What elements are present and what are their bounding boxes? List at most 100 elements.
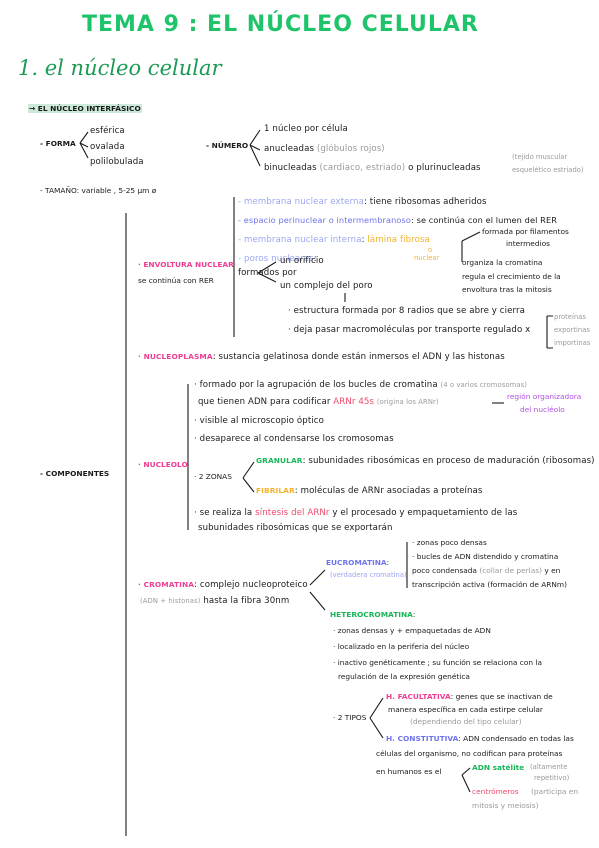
numero-label: - NÚMERO	[206, 141, 249, 150]
nucleolo-l2a: que tienen ADN para codificar	[198, 397, 331, 407]
region-2: del nucléolo	[520, 405, 565, 414]
membrana-externa-text: : tiene ribosomas adheridos	[363, 197, 487, 207]
cromatina: · CROMATINA: complejo nucleoproteico	[138, 580, 308, 590]
o-text: o	[408, 163, 414, 173]
forma-brace	[79, 131, 89, 159]
satelite-note-1: (altamente	[530, 763, 568, 771]
numero-uno: 1 núcleo por célula	[264, 124, 348, 134]
membrana-interna: - membrana nuclear interna: lámina fibro…	[238, 235, 430, 245]
eucromatina: EUCROMATINA:	[326, 558, 389, 567]
pluri-note-2: esquelético estriado)	[512, 166, 584, 174]
estructura: · estructura formada por 8 radios que se…	[288, 306, 525, 316]
deja-pasar: · deja pasar macromoléculas por transpor…	[288, 325, 531, 335]
heterocromatina-label: HETEROCROMATINA	[330, 610, 413, 619]
cromatina-line-2: (ADN + histonas) hasta la fibra 30nm	[140, 596, 289, 606]
granular: GRANULAR: subunidades ribosómicas en pro…	[256, 456, 595, 466]
poros-brace	[257, 261, 277, 283]
lamina-a1: formada por filamentos	[482, 227, 569, 236]
page-title: TEMA 9 : EL NÚCLEO CELULAR	[82, 12, 479, 37]
nucleoplasma: · NUCLEOPLASMA: sustancia gelatinosa don…	[138, 352, 505, 362]
constitutiva-2: células del organismo, no codifican para…	[376, 749, 563, 758]
facultativa-1: : genes que se inactivan de	[450, 692, 553, 701]
het-3: · inactivo genéticamente ; su función se…	[333, 658, 542, 667]
het-1: · zonas densas y + empaquetadas de ADN	[333, 626, 491, 635]
formados-por: formados por	[238, 268, 297, 278]
facultativa: H. FACULTATIVA: genes que se inactivan d…	[386, 692, 553, 701]
centromeros-note-1: (participa en	[531, 787, 579, 796]
granular-text: : subunidades ribosómicas en proceso de …	[302, 456, 595, 466]
membrana-externa: - membrana nuclear externa: tiene riboso…	[238, 197, 487, 207]
tamano-text: - TAMAÑO: variable , 5-25 µm ø	[40, 186, 157, 195]
forma-item: polilobulada	[90, 157, 144, 167]
het-2: · localizado en la periferia del núcleo	[333, 642, 470, 651]
adn-satelite: ADN satélite	[472, 763, 525, 772]
sintesis-arnr: síntesis del ARNr	[255, 508, 330, 518]
componentes-label: - COMPONENTES	[40, 469, 110, 478]
espacio-text: : se continúa con el lumen del RER	[411, 215, 558, 225]
poros-nucleares: - poros nucleares:	[238, 254, 317, 264]
constitutiva-1: : ADN condensado en todas las	[458, 734, 574, 743]
nucleoplasma-label: · NUCLEOPLASMA	[138, 352, 213, 361]
cromatina-hasta: hasta la fibra 30nm	[203, 596, 290, 606]
anucleadas-note: (glóbulos rojos)	[316, 144, 385, 154]
pluri-note-1: (tejido muscular	[512, 153, 568, 161]
nucleolo-l2: que tienen ADN para codificar ARNr 45s (…	[198, 397, 439, 407]
nucleolo-l5a: · se realiza la	[194, 508, 253, 518]
section-title: 1. el núcleo celular	[18, 56, 222, 80]
nucleolo-l4: · desaparece al condensarse los cromosom…	[194, 434, 394, 444]
forma-item: esférica	[90, 126, 125, 136]
heterocromatina: HETEROCROMATINA:	[330, 610, 415, 619]
tipos-label: · 2 TIPOS	[333, 713, 367, 722]
x-item: proteínas	[554, 313, 586, 321]
x-item: exportinas	[554, 326, 590, 334]
euc-3c: y en	[544, 566, 561, 575]
interfasico-label: → EL NÚCLEO INTERFÁSICO	[28, 104, 142, 113]
envoltura-label: · ENVOLTURA NUCLEAR	[138, 260, 234, 269]
fibrilar-text: : moléculas de ARNr asociadas a proteína…	[294, 486, 483, 496]
tipos-brace	[369, 697, 384, 739]
euc-2: · bucles de ADN distendido y cromatina	[412, 552, 559, 561]
lamina-o: o	[428, 246, 433, 254]
espacio-label: - espacio perinuclear o intermembranoso	[238, 215, 412, 225]
euc-4: transcripción activa (formación de ARNm)	[412, 580, 568, 589]
euc-3b: (collar de perlas)	[479, 566, 542, 575]
eucromatina-label: EUCROMATINA	[326, 558, 387, 567]
binucleadas-text: binucleadas	[264, 163, 317, 173]
heterocromatina-colon: :	[412, 610, 416, 619]
nucleolo-l1: · formado por la agrupación de los bucle…	[194, 380, 527, 390]
numero-anucleadas: anucleadas (glóbulos rojos)	[264, 144, 385, 154]
lamina-c2: envoltura tras la mitosis	[462, 285, 552, 294]
lamina-c1: regula el crecimiento de la	[462, 272, 561, 281]
lamina-b: organiza la cromatina	[462, 258, 543, 267]
fibrilar-label: FIBRILAR	[256, 486, 295, 495]
satelite-brace	[461, 767, 471, 793]
complejo-poro: un complejo del poro	[280, 281, 373, 291]
forma-label: - FORMA	[40, 139, 76, 148]
cromatina-note: (ADN + histonas)	[140, 597, 201, 605]
zonas-brace	[242, 461, 255, 493]
euc-1: · zonas poco densas	[412, 538, 487, 547]
orificio: un orificio	[280, 256, 324, 266]
plurinucleadas-text: plurinucleadas	[416, 163, 481, 173]
nucleolo-l1a: · formado por la agrupación de los bucle…	[194, 380, 438, 390]
eucromatina-colon: :	[386, 558, 390, 567]
region-1: región organizadora	[507, 392, 582, 401]
lamina-arrows	[461, 231, 481, 262]
lamina-nuclear: nuclear	[414, 254, 440, 262]
facultativa-3: (dependiendo del tipo celular)	[410, 717, 522, 726]
satelite-note-2: repetitivo)	[534, 774, 570, 782]
cromatina-text: : complejo nucleoproteico	[194, 580, 308, 590]
eucromatina-note: (verdadera cromatina)	[330, 571, 407, 579]
x-item: importinas	[554, 339, 591, 347]
membrana-externa-label: - membrana nuclear externa	[238, 197, 364, 207]
nucleolo-l1b: (4 o varios cromosomas)	[440, 381, 528, 389]
euc-3: poco condensada (collar de perlas) y en	[412, 566, 560, 575]
cromatina-brace	[309, 569, 326, 611]
interfasico-heading: → EL NÚCLEO INTERFÁSICO	[28, 104, 142, 113]
nucleolo-l6: subunidades ribosómicas que se exportará…	[198, 523, 393, 533]
fibrilar: FIBRILAR: moléculas de ARNr asociadas a …	[256, 486, 482, 496]
facultativa-label: H. FACULTATIVA	[386, 692, 451, 701]
numero-brace	[249, 129, 261, 167]
het-4: regulación de la expresión genética	[338, 672, 470, 681]
